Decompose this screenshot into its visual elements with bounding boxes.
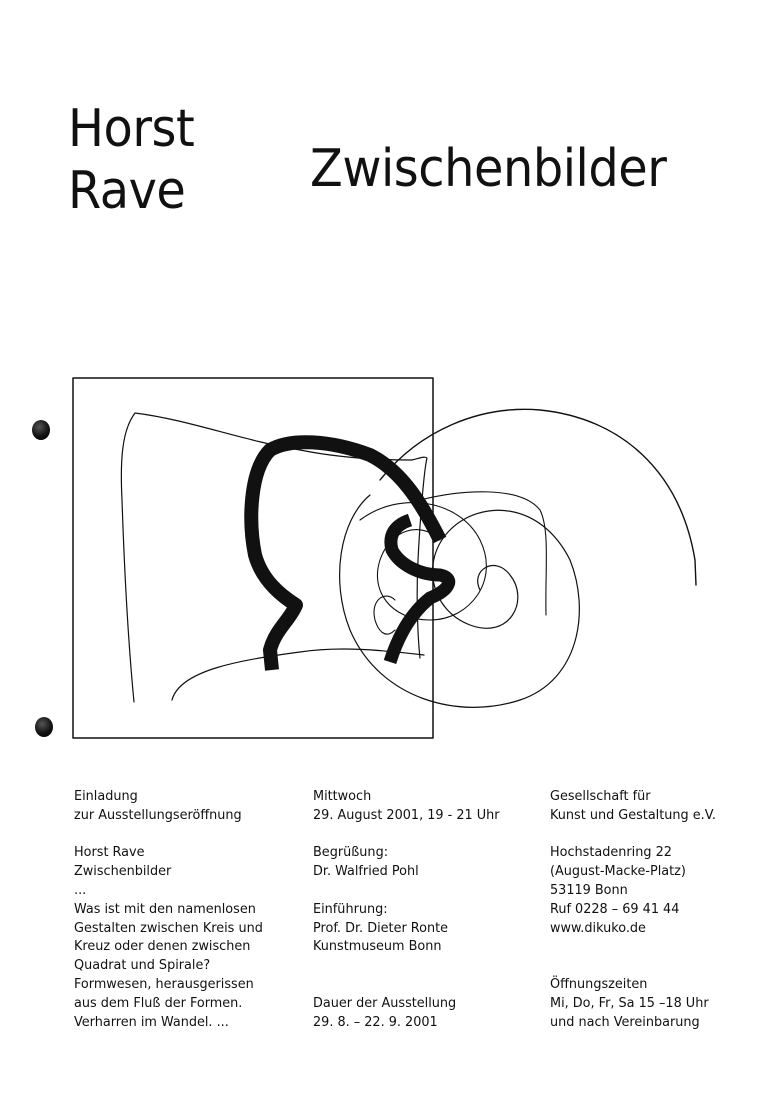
text-line: (August-Macke-Platz) (550, 863, 686, 880)
text-line: Hochstadenring 22 (550, 844, 672, 861)
text-line: Mittwoch (313, 788, 372, 804)
text-line: aus dem Fluß der Formen. (74, 994, 243, 1011)
text-line: Zwischenbilder (74, 863, 172, 880)
text-line (313, 881, 500, 900)
text-line (550, 956, 716, 975)
text-line: Einladung (74, 788, 138, 804)
text-line (313, 825, 500, 844)
thick-brush-stroke (244, 435, 447, 671)
text-line: Horst Rave (74, 844, 145, 861)
artwork-frame (72, 377, 434, 739)
text-line (74, 825, 263, 844)
text-line: Verharren im Wandel. ... (74, 1013, 229, 1030)
text-line: Begrüßung: (313, 844, 389, 861)
text-line: Gestalten zwischen Kreis und (74, 919, 263, 936)
organizer-column: Gesellschaft für Kunst und Gestaltung e.… (550, 787, 716, 1031)
artist-first-name: Horst (68, 99, 195, 159)
text-line: Kunstmuseum Bonn (313, 938, 442, 955)
text-line: 53119 Bonn (550, 881, 628, 898)
text-line: 29. 8. – 22. 9. 2001 (313, 1013, 438, 1030)
text-line: Öffnungszeiten (550, 975, 648, 992)
exhibition-title: Zwischenbilder (310, 139, 667, 199)
text-line: Einführung: (313, 900, 388, 917)
text-line: Formwesen, herausgerissen (74, 975, 254, 992)
text-line (550, 937, 716, 956)
text-line (313, 956, 500, 975)
text-line: Prof. Dr. Dieter Ronte (313, 919, 449, 936)
text-line: 29. August 2001, 19 - 21 Uhr (313, 806, 500, 823)
text-line: Kunst und Gestaltung e.V. (550, 806, 716, 823)
thick-brush-stroke-lower (383, 513, 456, 665)
text-line (550, 825, 716, 844)
punch-hole-top (32, 420, 50, 440)
event-details-column: Mittwoch 29. August 2001, 19 - 21 Uhr Be… (313, 787, 500, 1031)
text-line: ... (74, 881, 87, 898)
text-line: Ruf 0228 – 69 41 44 (550, 900, 680, 917)
text-line: Quadrat und Spirale? (74, 957, 211, 974)
artist-name: Horst Rave (68, 98, 195, 222)
text-line: Mi, Do, Fr, Sa 15 –18 Uhr (550, 994, 709, 1011)
text-line: und nach Vereinbarung (550, 1013, 700, 1030)
artist-last-name: Rave (68, 161, 186, 221)
text-line: Dr. Walfried Pohl (313, 863, 419, 880)
website-link[interactable]: www.dikuko.de (550, 919, 646, 936)
punch-hole-bottom (35, 717, 53, 737)
text-line: Gesellschaft für (550, 788, 651, 804)
text-line: Dauer der Ausstellung (313, 994, 457, 1011)
text-line: zur Ausstellungseröffnung (74, 806, 242, 823)
text-line: Kreuz oder denen zwischen (74, 938, 251, 955)
text-line: Was ist mit den namenlosen (74, 900, 256, 917)
text-line (313, 975, 500, 994)
invitation-column: Einladung zur Ausstellungseröffnung Hors… (74, 787, 263, 1031)
